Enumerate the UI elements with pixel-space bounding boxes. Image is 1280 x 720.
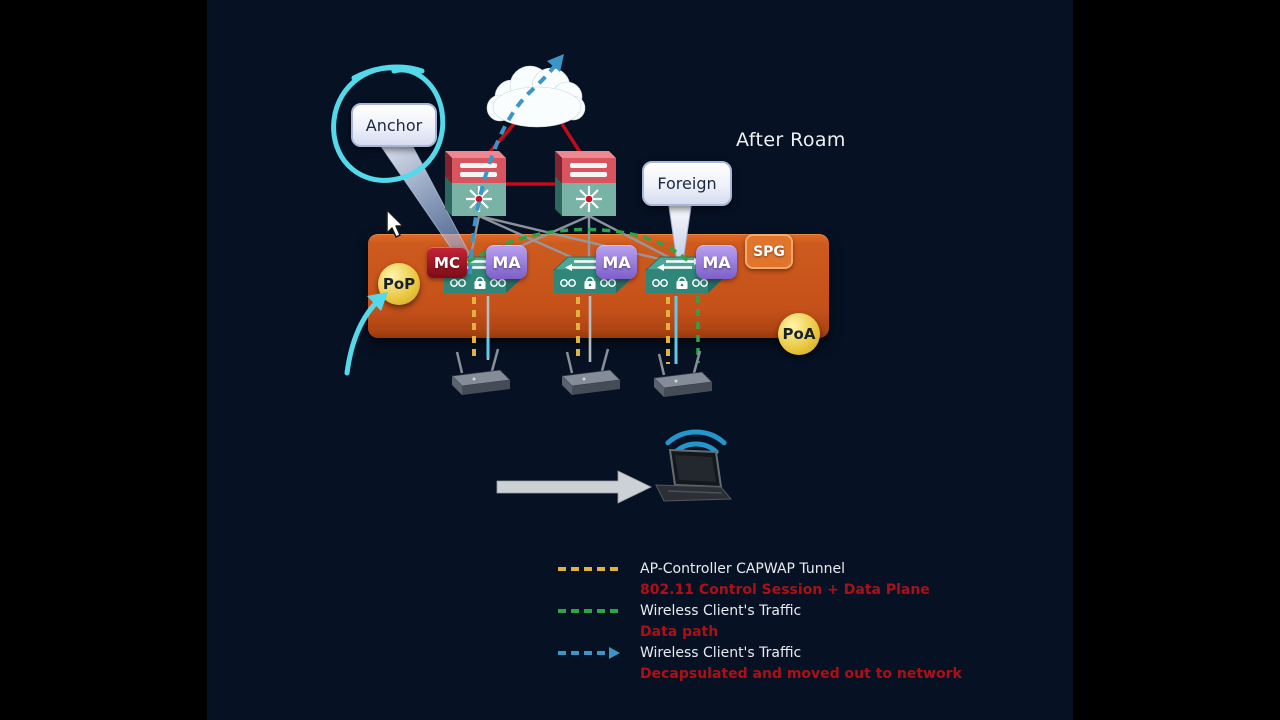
decap-dash-swatch: [558, 650, 608, 655]
client-traffic-dash-swatch: [558, 608, 622, 613]
poa-badge: PoA: [778, 313, 820, 355]
cloud-icon: [486, 65, 586, 128]
legend-row: Wireless Client's Traffic: [558, 600, 988, 621]
legend-sublabel: Data path: [640, 623, 719, 640]
legend-row: Decapsulated and moved out to network: [558, 663, 988, 684]
access-switch-3: [644, 256, 724, 293]
after-roam-label: After Roam: [736, 129, 846, 151]
ma-badge-2: MA: [596, 245, 637, 279]
laptop-icon: [655, 448, 733, 502]
access-point-1: [451, 348, 511, 395]
core-switch-left: [445, 151, 506, 216]
ap-capwap-tunnel-lines: [472, 297, 670, 364]
annotation-circle: [331, 64, 446, 183]
anchor-callout: Anchor: [351, 103, 437, 147]
pop-badge: PoP: [378, 263, 420, 305]
decap-traffic-arrow: [468, 54, 564, 275]
mc-badge: MC: [427, 247, 467, 278]
ap-wired-links: [486, 296, 678, 364]
capwap-dash-swatch: [558, 566, 622, 571]
legend-label: Wireless Client's Traffic: [640, 602, 802, 619]
access-point-2: [561, 348, 621, 395]
legend-row: Data path: [558, 621, 988, 642]
foreign-label: Foreign: [657, 174, 717, 193]
anchor-label: Anchor: [365, 115, 423, 135]
legend-row: AP-Controller CAPWAP Tunnel: [558, 558, 988, 579]
mouse-cursor: [386, 209, 404, 238]
spg-badge: SPG: [745, 234, 793, 269]
access-point-3: [653, 350, 713, 397]
legend-row: Wireless Client's Traffic: [558, 642, 988, 663]
ma-badge-1: MA: [486, 245, 527, 279]
decap-arrow-tip-icon: [609, 646, 620, 659]
legend-sublabel: Decapsulated and moved out to network: [640, 665, 962, 682]
annotation-arrow: [344, 292, 388, 376]
ma-badge-3: MA: [696, 245, 737, 279]
core-switch-right: [555, 151, 616, 216]
legend: AP-Controller CAPWAP Tunnel 802.11 Contr…: [558, 558, 988, 684]
legend-label: AP-Controller CAPWAP Tunnel: [640, 560, 845, 577]
foreign-callout: Foreign: [642, 161, 732, 206]
legend-sublabel: 802.11 Control Session + Data Plane: [640, 581, 930, 598]
legend-row: 802.11 Control Session + Data Plane: [558, 579, 988, 600]
roam-flow-arrow: [496, 470, 652, 504]
legend-label: Wireless Client's Traffic: [640, 644, 802, 661]
